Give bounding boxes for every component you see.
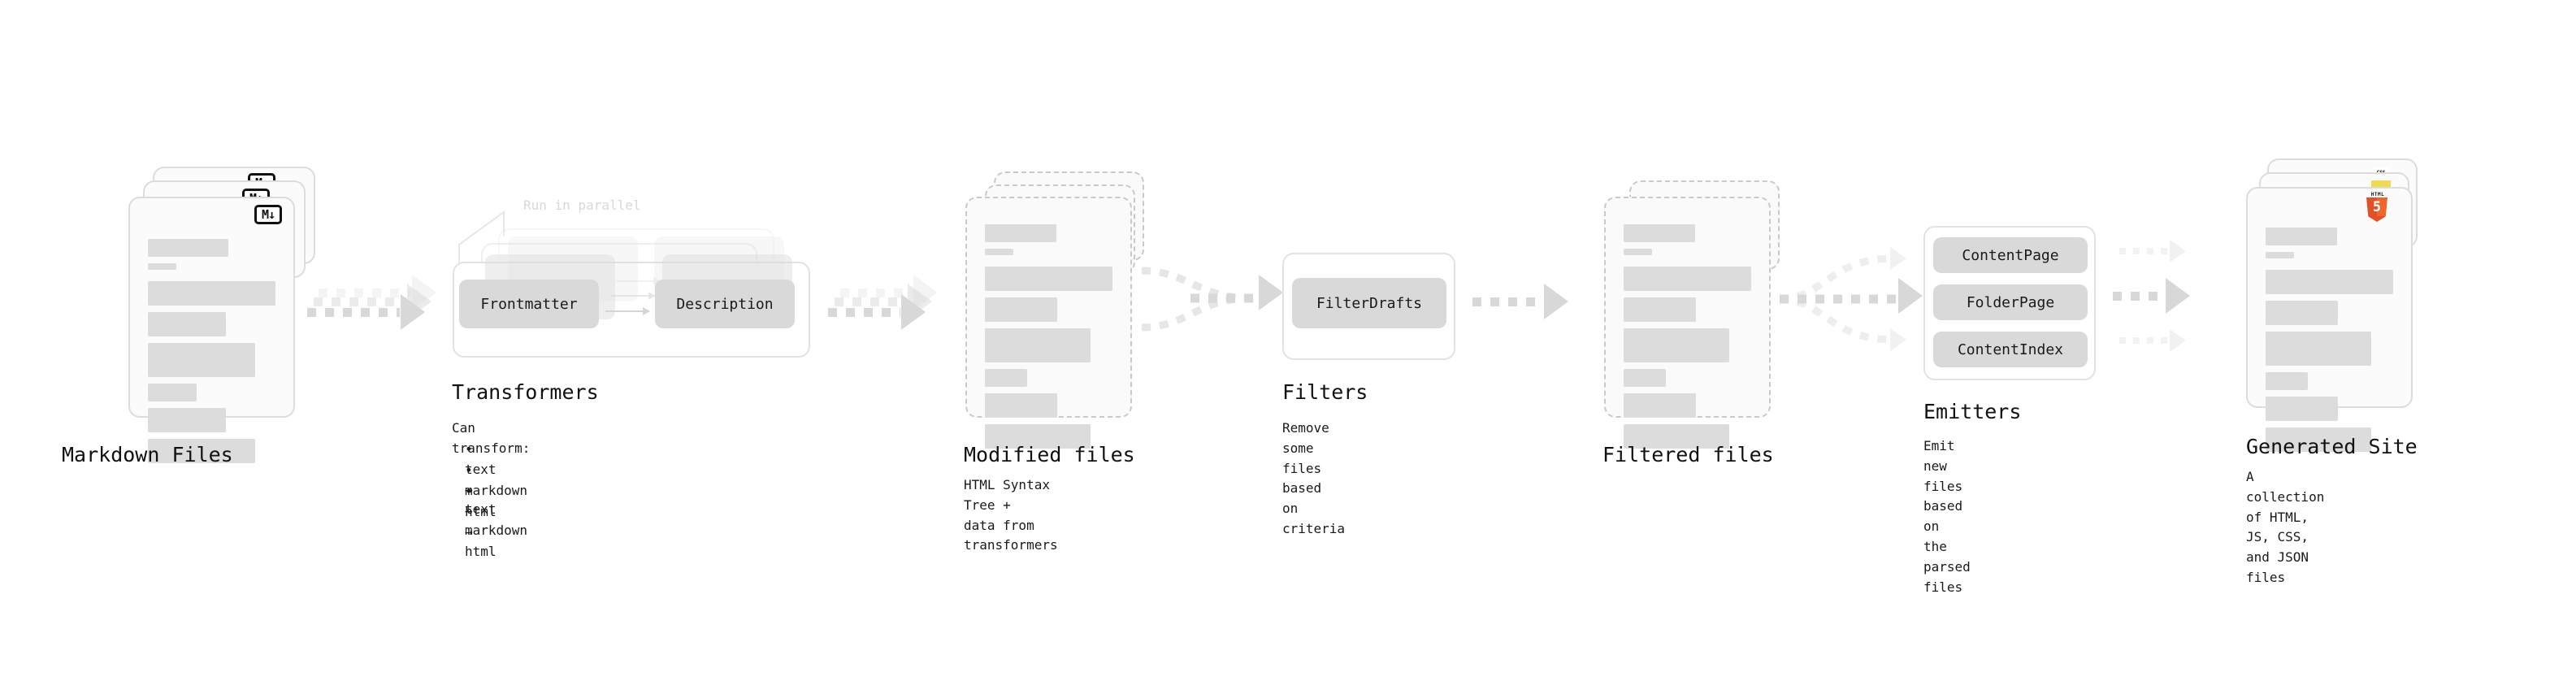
filter-chip-filterdrafts[interactable]: FilterDrafts	[1292, 278, 1446, 328]
emitter-chip-contentindex[interactable]: ContentIndex	[1933, 332, 2088, 367]
filtered-card-front	[1604, 197, 1771, 449]
content-bar	[1624, 249, 1652, 255]
content-bar	[985, 249, 1013, 255]
content-bar	[1624, 369, 1666, 387]
content-bar	[985, 328, 1091, 362]
content-bar	[985, 424, 1091, 449]
content-bar	[2266, 332, 2372, 366]
modified-files-subtitle: HTML Syntax Tree + data from transformer…	[964, 477, 1058, 553]
generated-card-html	[2246, 187, 2413, 452]
generated-site-subtitle: A collection of HTML, JS, CSS, and JSON …	[2246, 469, 2325, 585]
content-bar	[148, 408, 226, 432]
markdown-card-front	[128, 197, 295, 463]
content-bar	[148, 312, 226, 336]
run-in-parallel-note: Run in parallel	[523, 197, 641, 213]
html5-badge-icon: HTML 5	[2366, 192, 2389, 222]
emitter-chip-folderpage[interactable]: FolderPage	[1933, 284, 2088, 320]
transformer-chip-description[interactable]: Description	[655, 280, 795, 328]
html5-badge-number: 5	[2372, 198, 2382, 215]
markdown-card-content	[148, 239, 275, 470]
content-bar	[1624, 328, 1730, 362]
filtered-files-title: Filtered files	[1602, 443, 1774, 466]
content-bar	[985, 369, 1027, 387]
html5-shield-icon: 5	[2366, 197, 2387, 222]
filtered-card-content	[1624, 224, 1751, 455]
emitters-subtitle: Emit new files based on the parsed files	[1923, 438, 1971, 595]
markdown-files-title: Markdown Files	[62, 443, 233, 466]
content-bar	[1624, 224, 1695, 242]
generated-site-title: Generated Site	[2246, 435, 2418, 458]
filters-subtitle: Remove some files based on criteria	[1282, 420, 1346, 536]
generated-card-content	[2266, 228, 2393, 458]
content-bar	[985, 224, 1056, 242]
content-bar	[148, 239, 228, 257]
filters-title: Filters	[1282, 380, 1368, 404]
content-bar	[985, 297, 1058, 322]
run-in-parallel-bracket	[458, 210, 505, 267]
content-bar	[1624, 267, 1751, 291]
content-bar	[148, 439, 255, 463]
emitter-chip-contentpage[interactable]: ContentPage	[1933, 237, 2088, 273]
transformers-bullet-2: • html → html	[465, 484, 497, 560]
content-bar	[2266, 301, 2339, 325]
content-bar	[2266, 397, 2339, 421]
transformers-title: Transformers	[452, 380, 599, 404]
content-bar	[1624, 297, 1697, 322]
content-bar	[985, 393, 1058, 418]
content-bar	[2266, 252, 2294, 258]
content-bar	[1624, 424, 1730, 449]
transformer-flow-arrow	[605, 307, 650, 315]
content-bar	[2266, 228, 2337, 245]
transformer-flow-arrow	[616, 277, 661, 285]
content-bar	[2266, 427, 2372, 452]
markdown-badge-icon: M↓	[254, 205, 282, 224]
content-bar	[2266, 270, 2393, 294]
transformers-subtitle: Can transform:	[452, 420, 531, 456]
content-bar	[1624, 393, 1697, 418]
content-bar	[148, 384, 197, 401]
content-bar	[148, 343, 255, 377]
emitters-title: Emitters	[1923, 400, 2022, 423]
transformers-bullet-1: • markdown → markdown	[465, 462, 528, 539]
modified-card-front	[965, 197, 1132, 449]
transformer-chip-frontmatter[interactable]: Frontmatter	[459, 280, 599, 328]
transformers-bullet-0: • text → text	[465, 441, 497, 518]
content-bar	[985, 267, 1112, 291]
content-bar	[148, 281, 275, 306]
content-bar	[148, 263, 176, 270]
modified-card-content	[985, 224, 1112, 455]
transformer-flow-arrow	[611, 292, 656, 300]
content-bar	[2266, 372, 2308, 390]
modified-files-title: Modified files	[964, 443, 1135, 466]
html5-badge-word: HTML	[2370, 192, 2385, 197]
